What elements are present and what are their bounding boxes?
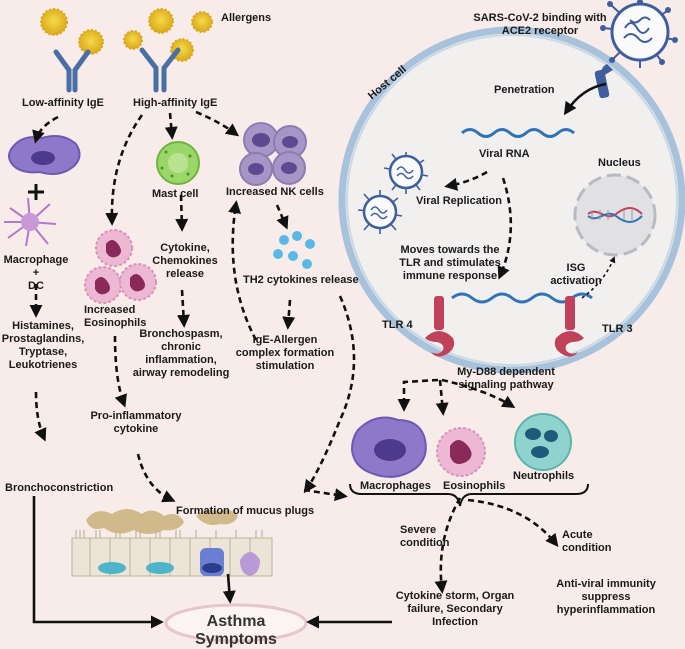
eosinophil-cell-icon — [436, 427, 486, 477]
cytokine-dots-icon — [273, 231, 315, 269]
nucleus-icon — [573, 173, 657, 257]
increased-eosinophils-label: Increased Eosinophils — [84, 304, 147, 329]
grouping-brace — [349, 483, 589, 507]
sars-label: SARS-CoV-2 binding with ACE2 receptor — [473, 12, 607, 37]
replicated-virus-icon — [383, 152, 429, 194]
acute-condition-label: Acute condition — [562, 529, 612, 554]
tlr3-label: TLR 3 — [602, 323, 633, 335]
isg-activation-label: ISG activation — [550, 262, 602, 287]
penetration-label: Penetration — [494, 84, 555, 96]
nk-cells-label: Increased NK cells — [226, 186, 324, 198]
tlr4-receptor-icon — [425, 296, 455, 357]
low-affinity-ige-label: Low-affinity IgE — [22, 97, 104, 109]
severe-condition-label: Severe condition — [400, 524, 450, 549]
airway-epithelium-icon — [71, 509, 273, 577]
replicated-virus-icon — [357, 190, 403, 234]
mast-cell-icon — [156, 141, 200, 185]
cytokine-release-label: Cytokine, Chemokines release — [152, 242, 218, 280]
mast-cell-label: Mast cell — [152, 188, 199, 200]
viral-rna-strand — [461, 128, 575, 138]
mucus-plugs-label: Formation of mucus plugs — [176, 505, 315, 517]
bronchospasm-label: Bronchospasm, chronic inflammation, airw… — [132, 328, 230, 379]
macrophage-icon — [8, 135, 81, 175]
high-affinity-ige-label: High-affinity IgE — [133, 97, 218, 109]
bronchoconstriction-label: Bronchoconstriction — [5, 482, 114, 494]
cytokine-storm-label: Cytokine storm, Organ failure, Secondary… — [395, 590, 515, 628]
ige-allergen-label: IgE-Allergen complex formation stimulati… — [235, 334, 335, 372]
tlr3-receptor-icon — [554, 296, 584, 357]
nucleus-label: Nucleus — [598, 157, 641, 169]
th2-label: TH2 cytokines release — [243, 274, 359, 286]
viral-rna-label: Viral RNA — [479, 148, 530, 160]
plus-sign — [28, 184, 44, 200]
macrophage-cell-icon — [350, 416, 427, 478]
dendritic-cell-icon — [4, 197, 57, 247]
arrows — [29, 110, 616, 594]
tlr4-label: TLR 4 — [382, 319, 413, 331]
nk-cell-icon — [239, 122, 307, 186]
viral-replication-label: Viral Replication — [416, 195, 502, 207]
eosinophil-icon — [84, 229, 157, 304]
solid-arrows — [32, 82, 607, 629]
pro-inflammatory-label: Pro-inflammatory cytokine — [90, 410, 182, 435]
macrophages-label: Macrophages — [360, 480, 431, 492]
neutrophils-label: Neutrophils — [513, 470, 575, 482]
asthma-symptoms-ellipse — [164, 603, 308, 643]
high-affinity-ige-icon — [139, 47, 181, 93]
antiviral-label: Anti-viral immunity suppress hyperinflam… — [556, 578, 656, 616]
low-affinity-ige-icon — [53, 49, 91, 93]
neutrophil-cell-icon — [514, 413, 572, 471]
myd88-label: My-D88 dependent signaling pathway — [457, 366, 555, 391]
allergens-label: Allergens — [221, 12, 272, 24]
moves-tlr-label: Moves towards the TLR and stimulates imm… — [399, 244, 501, 282]
allergen-icon — [40, 8, 213, 62]
eosinophils-label: Eosinophils — [443, 480, 506, 492]
macrophage-dc-label: Macrophage + DC — [3, 254, 69, 292]
mediators-label: Histamines, Prostaglandins, Tryptase, Le… — [1, 320, 85, 371]
